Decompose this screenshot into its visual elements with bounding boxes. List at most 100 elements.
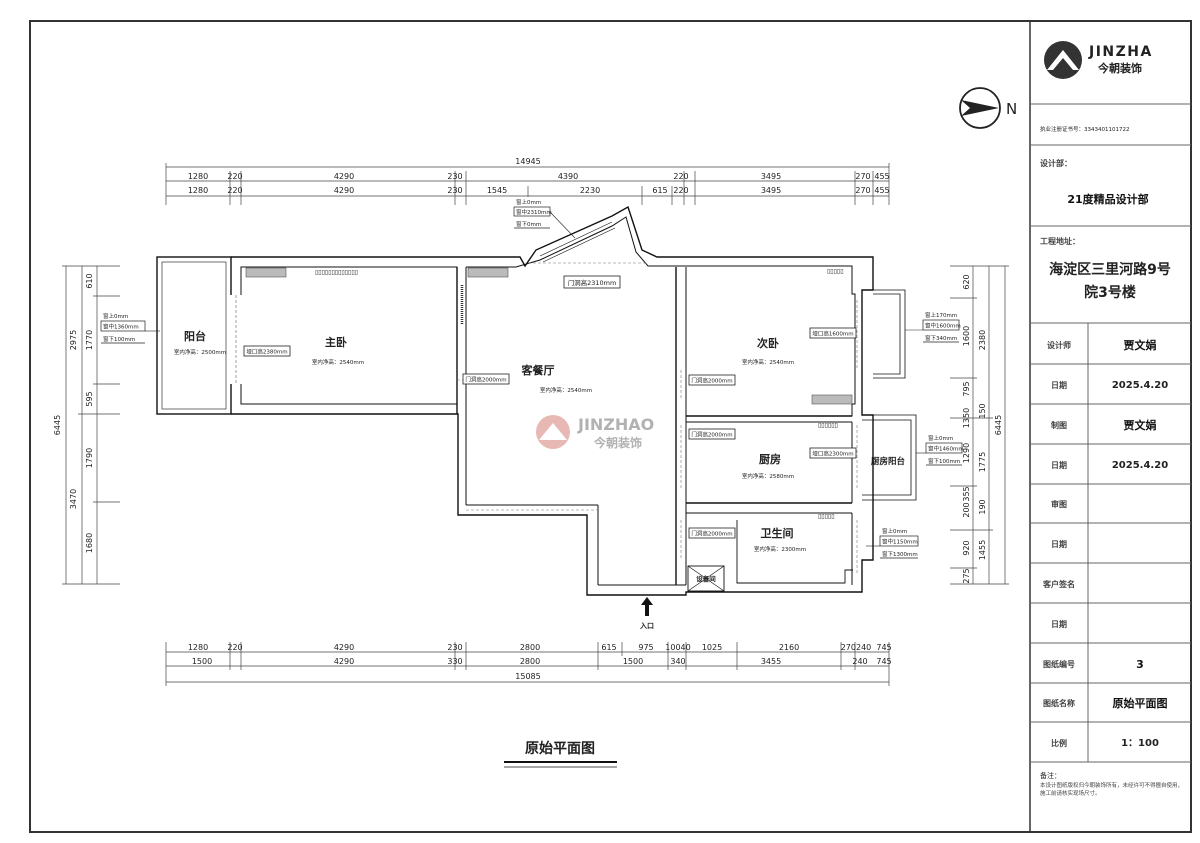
titleblock-row-values: 贾文娟 2025.4.20 贾文娟 2025.4.20 3 原始平面图 1：10… (1112, 338, 1168, 749)
svg-text:1280: 1280 (188, 186, 208, 195)
room-balcony-height: 室内净高：2500mm (174, 348, 226, 356)
window-tags: 窗上0mm 窗中2310mm 窗下0mm 窗上0mm 窗中1360mm 窗下10… (100, 197, 964, 559)
design-dept-label: 设计部： (1040, 158, 1072, 168)
svg-text:10040: 10040 (665, 643, 690, 652)
svg-text:窗中1150mm: 窗中1150mm (882, 538, 918, 546)
svg-text:455: 455 (874, 172, 889, 181)
room-bathroom-name: 卫生间 (761, 526, 794, 540)
north-arrow-icon (961, 100, 999, 116)
svg-text:220: 220 (227, 643, 242, 652)
svg-text:4290: 4290 (334, 643, 354, 652)
dimensions-left (62, 265, 120, 585)
dimensions-right (950, 265, 1009, 585)
svg-text:745: 745 (876, 657, 891, 666)
svg-text:窗下340mm: 窗下340mm (925, 334, 957, 342)
svg-text:745: 745 (876, 643, 891, 652)
drawing-title-text: 原始平面图 (525, 740, 595, 757)
room-master-name: 主卧 (325, 335, 347, 349)
svg-text:设计师: 设计师 (1047, 340, 1071, 350)
room-equipment-name: 设备间 (696, 574, 716, 583)
svg-text:门洞高2000mm: 门洞高2000mm (691, 431, 732, 439)
room-labels: 阳台 室内净高：2500mm 主卧 室内净高：2540mm 客餐厅 室内净高：2… (174, 329, 906, 583)
svg-text:1500: 1500 (623, 657, 643, 666)
window-tag-second: 窗上170mm 窗中1600mm 窗下340mm (905, 311, 961, 343)
svg-text:2800: 2800 (520, 657, 540, 666)
entrance-marker: 入口 (639, 597, 654, 630)
svg-text:贾文娟: 贾文娟 (1124, 338, 1157, 352)
svg-text:窗上0mm: 窗上0mm (103, 312, 128, 320)
svg-text:窗中1360mm: 窗中1360mm (103, 323, 139, 331)
room-balcony-name: 阳台 (184, 329, 206, 343)
svg-text:1600: 1600 (962, 326, 971, 346)
notes-text: 本设计图纸版权归今朝装饰所有，未经许可不得擅自使用，施工前请核实现场尺寸。 (1040, 783, 1184, 797)
room-kitchen-name: 厨房 (759, 452, 781, 466)
titleblock: JINZHA 今朝装饰 执业注册证书号：3343401101722 设计部： 2… (1030, 41, 1191, 797)
svg-text:620: 620 (962, 274, 971, 289)
svg-text:270: 270 (855, 172, 870, 181)
svg-text:270240: 270240 (841, 643, 872, 652)
svg-text:2800: 2800 (520, 643, 540, 652)
svg-text:3455: 3455 (761, 657, 781, 666)
watermark-logo-icon (536, 415, 570, 449)
svg-text:窗上0mm: 窗上0mm (882, 527, 907, 535)
svg-text:客户签名: 客户签名 (1042, 579, 1075, 589)
entrance-arrow-icon (641, 597, 653, 616)
dimension-labels-left: 6445 2975 3470 610 1770 595 1790 1680 (53, 273, 94, 553)
svg-text:615: 615 (601, 643, 616, 652)
svg-text:窗中1600mm: 窗中1600mm (925, 322, 961, 330)
equipment-room (687, 565, 725, 592)
svg-text:1775: 1775 (978, 452, 987, 472)
svg-text:日期: 日期 (1051, 380, 1067, 390)
room-kitchen-balcony-name: 厨房阳台 (871, 456, 906, 467)
svg-text:4290: 4290 (334, 657, 354, 666)
svg-text:595: 595 (85, 391, 94, 406)
svg-text:15085: 15085 (515, 672, 540, 681)
svg-text:窗下100mm: 窗下100mm (103, 335, 135, 343)
svg-text:6445: 6445 (994, 415, 1003, 435)
svg-text:3495: 3495 (761, 172, 781, 181)
svg-text:入口: 入口 (639, 622, 654, 630)
svg-text:275: 275 (962, 568, 971, 583)
titleblock-rows (1030, 323, 1191, 763)
svg-text:2025.4.20: 2025.4.20 (1112, 380, 1168, 391)
second-bedroom-bay-window (873, 289, 906, 379)
svg-text:垭口高2300mm: 垭口高2300mm (812, 450, 853, 458)
svg-text:3470: 3470 (69, 489, 78, 509)
logo: JINZHA 今朝装饰 (1044, 41, 1151, 79)
svg-text:窗下100mm: 窗下100mm (928, 457, 960, 465)
dimensions-bottom (165, 642, 890, 686)
room-bathroom-height: 室内净高：2300mm (754, 545, 806, 553)
svg-text:340: 340 (670, 657, 685, 666)
svg-text:1290: 1290 (962, 443, 971, 463)
svg-text:610: 610 (85, 273, 94, 288)
svg-text:制图: 制图 (1051, 420, 1067, 430)
room-second-name: 次卧 (757, 336, 779, 350)
svg-text:975: 975 (638, 643, 653, 652)
svg-text:1500: 1500 (192, 657, 212, 666)
svg-text:330: 330 (447, 657, 462, 666)
svg-text:窗上0mm: 窗上0mm (516, 198, 541, 206)
svg-text:▯▯▯▯▯: ▯▯▯▯▯ (827, 268, 844, 275)
room-kitchen-height: 室内净高：2580mm (742, 472, 794, 480)
north-label: N (1006, 100, 1017, 118)
svg-text:4290: 4290 (334, 186, 354, 195)
svg-text:院3号楼: 院3号楼 (1084, 284, 1136, 301)
svg-text:JINZHAO: JINZHAO (577, 415, 654, 434)
svg-text:240: 240 (852, 657, 867, 666)
radiator-icon (245, 267, 287, 278)
svg-text:2025.4.20: 2025.4.20 (1112, 460, 1168, 471)
svg-text:270: 270 (855, 186, 870, 195)
svg-text:1280: 1280 (188, 172, 208, 181)
svg-text:1280: 1280 (188, 643, 208, 652)
svg-text:4290: 4290 (334, 172, 354, 181)
window-tag-kitchen: 窗上0mm 窗中1460mm 窗下100mm (916, 434, 964, 466)
svg-text:▯▯▯▯▯▯▯▯▯▯▯▯▯: ▯▯▯▯▯▯▯▯▯▯▯▯▯ (315, 269, 358, 276)
svg-text:窗下1300mm: 窗下1300mm (882, 550, 918, 558)
svg-text:200: 200 (962, 502, 971, 517)
svg-text:3: 3 (1136, 658, 1144, 671)
watermark: JINZHAO 今朝装饰 (536, 415, 654, 450)
window-tag-left: 窗上0mm 窗中1360mm 窗下100mm (100, 312, 160, 344)
dimension-labels-top: 14945 1280 220 4290 230 4390 220 3495 27… (188, 157, 890, 195)
svg-text:220: 220 (227, 172, 242, 181)
